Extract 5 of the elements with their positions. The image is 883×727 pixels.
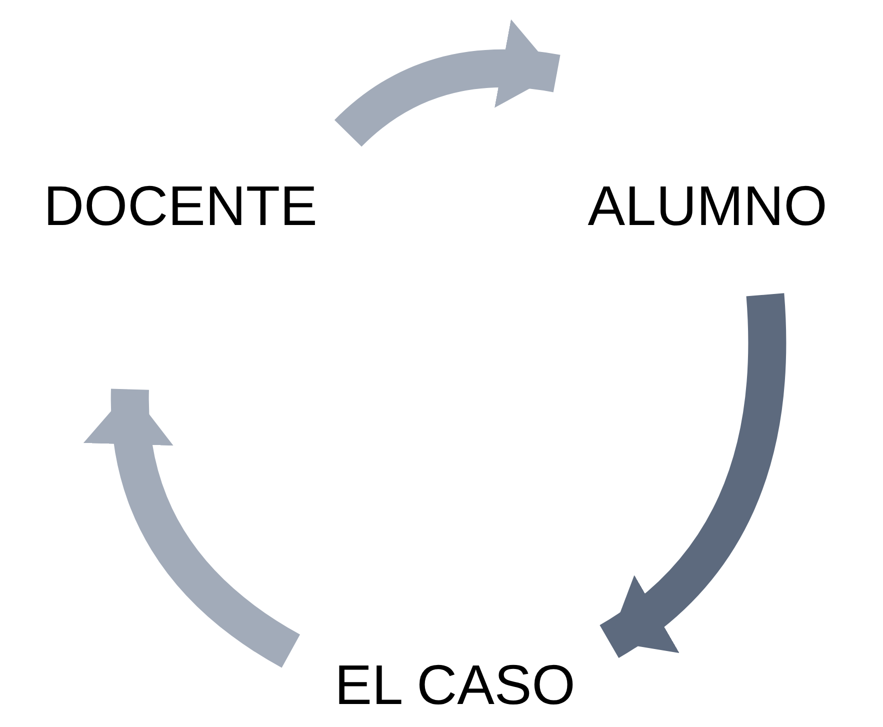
node-label: ALUMNO: [588, 173, 828, 238]
node-label: EL CASO: [334, 652, 576, 717]
node-label: DOCENTE: [44, 173, 318, 238]
curved-arrow: [598, 294, 786, 658]
curved-arrow: [86, 389, 301, 668]
